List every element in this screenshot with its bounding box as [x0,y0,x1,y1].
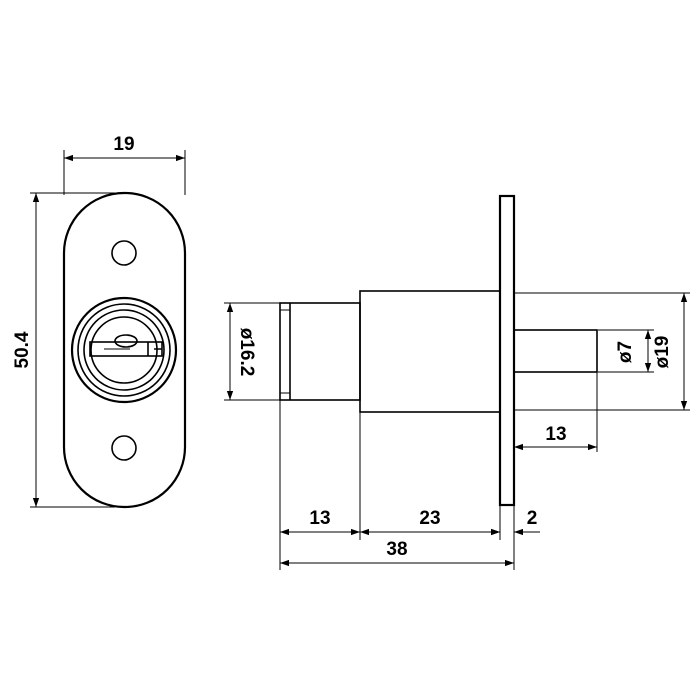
body-length-label: 23 [419,508,440,529]
front-length-label: 13 [309,508,330,529]
cylinder-inner-ring [83,309,165,391]
cylinder-mid-ring [77,303,171,397]
flange-diameter-label: ø19 [652,336,673,369]
front-view-dimensions: 19 50.4 [12,134,186,508]
side-view [279,194,598,507]
bolt-length-label: 13 [545,424,566,445]
flange-thickness-label: 2 [527,508,538,529]
key-plug-ring [90,316,158,384]
overall-length-label: 38 [386,539,407,560]
cylinder-diameter-label: ø16.2 [236,328,257,377]
bolt [513,329,598,373]
faceplate-outline [62,191,187,509]
cylinder-outer-ring [70,296,178,404]
side-view-dimensions: ø16.2 ø19 ø7 13 13 23 2 38 [224,292,690,570]
top-mounting-hole [111,240,137,266]
flange-plate [498,194,516,507]
faceplate-height-label: 50.4 [12,331,33,368]
key-pin [114,334,138,348]
faceplate-width-label: 19 [113,134,134,155]
main-body [359,290,501,413]
front-collar [279,302,361,401]
keyway-notch [147,342,162,356]
bolt-diameter-label: ø7 [615,341,636,363]
front-view [62,191,187,509]
bottom-mounting-hole [111,435,137,461]
